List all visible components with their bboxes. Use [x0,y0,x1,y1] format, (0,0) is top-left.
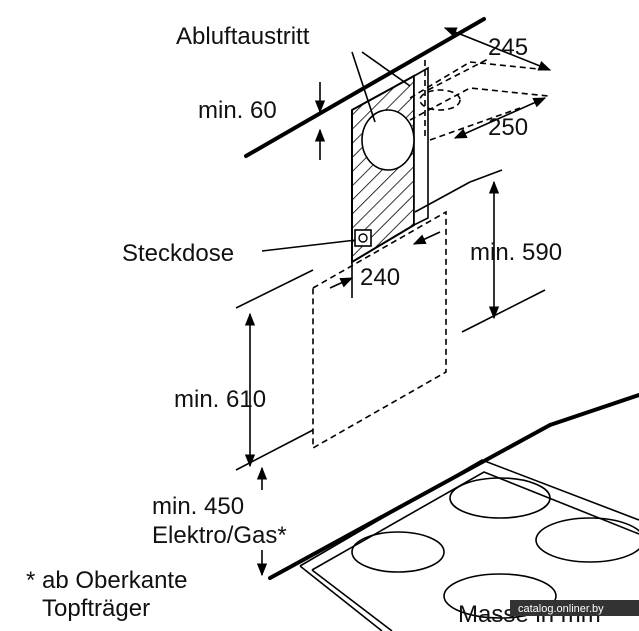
dim-min-590: min. 590 [461,169,562,333]
burner-front-left [351,531,445,573]
cooktop [268,393,639,631]
footnote: * ab Oberkante Topfträger [26,567,187,622]
dim-245-label: 245 [488,34,528,61]
watermark-text: catalog.onliner.by [518,603,604,615]
dim-245: 245 [443,27,552,71]
dim-min-60: min. 60 [198,82,326,160]
socket-label: Steckdose [122,240,234,267]
socket-callout: Steckdose [122,229,372,267]
burner-front-right [443,573,557,619]
exhaust-outlet-label: Abluftaustritt [176,23,310,50]
dim-240-label: 240 [360,264,400,291]
burner-back-right [535,517,639,563]
dim-250-label: 250 [488,114,528,141]
dim-min-450: min. 450 Elektro/Gas* [152,466,287,577]
elektro-gas-label: Elektro/Gas* [152,522,287,549]
watermark-bg [510,600,639,616]
dim-min-450-label: min. 450 [152,493,244,520]
dim-250: 250 [453,97,547,141]
burner-back-left [449,477,551,519]
hood-outline [312,181,471,450]
footnote-line-1: * ab Oberkante [26,567,187,594]
dim-min-60-label: min. 60 [198,97,277,124]
dim-min-610: min. 610 [174,269,314,471]
socket-icon [354,229,372,247]
exhaust-outlet-callout: Abluftaustritt [176,23,411,123]
chimney-duct [351,66,429,264]
dim-min-610-label: min. 610 [174,386,266,413]
footnote-line-2: Topfträger [42,595,150,622]
dim-240: 240 [329,231,441,298]
dim-min-590-label: min. 590 [470,239,562,266]
